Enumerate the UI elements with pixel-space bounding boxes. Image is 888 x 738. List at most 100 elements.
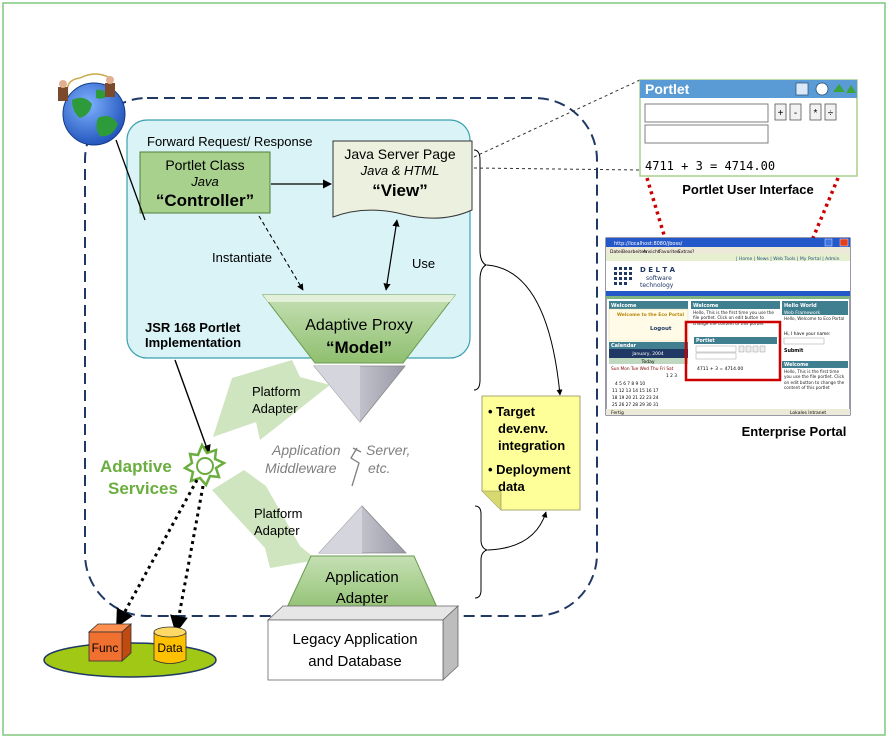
- svg-text:4 5 6 7 8 9 10: 4 5 6 7 8 9 10: [615, 381, 645, 387]
- svg-text:Hi, I have your name:: Hi, I have your name:: [784, 331, 830, 337]
- delta-logo: [614, 267, 632, 285]
- svg-text:D E L T A: D E L T A: [640, 266, 676, 274]
- divide-button[interactable]: [824, 103, 837, 121]
- svg-text:Favoriten[interactable]: Favoriten: [659, 249, 680, 255]
- svg-text:Bearbeiten[interactable]: Bearbeiten: [622, 249, 647, 255]
- jsp-document-box: [332, 140, 473, 219]
- operand-input-1[interactable]: [644, 103, 769, 123]
- platform-adapter-top-1: Platform: [252, 384, 300, 399]
- app-adapter-1: Application: [325, 569, 398, 586]
- middleware-2: etc.: [368, 460, 391, 476]
- svg-text:Welcome: Welcome: [784, 362, 809, 368]
- controller-label: “Controller”: [156, 191, 254, 210]
- svg-text:Fertig: Fertig: [611, 410, 624, 416]
- instantiate-arrow: [258, 215, 304, 291]
- svg-text:Today[interactable]: Today: [640, 359, 654, 365]
- note-deploy-2: data: [498, 479, 526, 494]
- multiply-button[interactable]: [809, 103, 822, 121]
- portlet-edit-icon[interactable]: [795, 82, 809, 96]
- portal-close-button[interactable]: [839, 238, 849, 247]
- portlet-ui-caption: Portlet User Interface: [682, 182, 814, 197]
- platform-adapter-bottom-2: Adapter: [254, 523, 300, 538]
- upper-service-arrow: [213, 360, 330, 440]
- svg-text:http://localhost:8080/jboss/: http://localhost:8080/jboss/: [614, 241, 683, 247]
- portlet-ui-result: 4711 + 3 = 4714.00: [645, 159, 775, 173]
- lower-brace: [474, 505, 489, 599]
- use-arrow: [383, 219, 400, 291]
- jsp-to-ui-link-top: [473, 79, 641, 158]
- svg-text:4711 + 3 = 4714.00: 4711 + 3 = 4714.00: [697, 366, 743, 372]
- portlet-info-icon[interactable]: [815, 82, 829, 96]
- legacy-line2: and Database: [308, 653, 401, 670]
- brace-to-note-lower: [487, 511, 548, 551]
- note-deploy-1: • Deployment: [488, 462, 571, 477]
- portlet-ui-title: Portlet: [645, 81, 690, 97]
- svg-text:*: *: [814, 108, 818, 119]
- portal-logout-link[interactable]: Logout: [650, 326, 672, 332]
- operand-input-2[interactable]: [644, 124, 769, 144]
- svg-text:Web Framework: Web Framework: [784, 310, 821, 316]
- svg-text:Ansicht[interactable]: Ansicht: [643, 249, 660, 255]
- func-label: Func: [92, 641, 119, 655]
- app-server-1: Application: [271, 442, 341, 458]
- legacy-application-box: [267, 619, 444, 681]
- use-label: Use: [412, 256, 435, 271]
- globe-to-portlet-line: [115, 139, 146, 221]
- svg-text:Welcome to the Eco Portal: Welcome to the Eco Portal: [617, 312, 684, 318]
- portlet-class-java: Java: [190, 174, 218, 189]
- portlet-class-box: [139, 151, 271, 214]
- view-label: “View”: [372, 181, 427, 200]
- plus-button[interactable]: [774, 103, 787, 121]
- svg-text:January, 2004: January, 2004: [631, 351, 664, 357]
- adaptive-services-label-2: Services: [108, 479, 178, 498]
- svg-text:÷: ÷: [828, 108, 834, 119]
- svg-text:?[interactable]: ?: [692, 249, 695, 255]
- minus-button[interactable]: [789, 103, 802, 121]
- portlet-max-icon[interactable]: [846, 85, 856, 93]
- svg-text:Datei[interactable]: Datei: [610, 249, 622, 255]
- platform-adapter-top-2: Adapter: [252, 401, 298, 416]
- svg-text:Lokales Intranet: Lokales Intranet: [790, 410, 826, 416]
- svg-text:Welcome: Welcome: [611, 303, 637, 309]
- portal-min-button[interactable]: [824, 238, 833, 247]
- svg-text:Welcome: Welcome: [693, 303, 719, 309]
- jsp-subtitle: Java & HTML: [360, 163, 440, 178]
- svg-text:Extras[interactable]: Extras: [678, 249, 693, 255]
- svg-text:Sun Mon Tue Wed Thu Fri Sat: Sun Mon Tue Wed Thu Fri Sat: [611, 366, 674, 372]
- portal-statusbar: [606, 409, 850, 415]
- portal-portlet-highlight: [684, 320, 782, 382]
- jsp-to-ui-link-bottom: [473, 167, 641, 171]
- jsr-label-line1: JSR 168 Portlet: [145, 320, 241, 335]
- bidirectional-link-icon: [350, 447, 362, 487]
- svg-text:| Home | News | Web Tools | My[interactable]: | Home | News | Web Tools | My Portal | …: [736, 256, 840, 262]
- func-cube-icon: [87, 623, 133, 662]
- note-target-1: • Target: [488, 404, 536, 419]
- note-target-3: integration: [498, 438, 565, 453]
- adaptive-services-label-1: Adaptive: [100, 457, 172, 476]
- enterprise-portal-caption: Enterprise Portal: [742, 424, 847, 439]
- system-boundary: [84, 97, 598, 617]
- svg-text:Portlet: Portlet: [696, 338, 715, 344]
- svg-text:Hello World: Hello World: [784, 303, 817, 309]
- data-label: Data: [157, 641, 183, 655]
- portlet-min-icon[interactable]: [833, 84, 845, 92]
- svg-text:11 12 13 14 15 16 17: 11 12 13 14 15 16 17: [612, 388, 659, 394]
- svg-text:1 2 3: 1 2 3: [666, 373, 677, 379]
- instantiate-label: Instantiate: [212, 250, 272, 265]
- legacy-line1: Legacy Application: [292, 631, 417, 648]
- portal-welcome-text: Hello, This is the first time you use th…: [693, 310, 774, 326]
- portal-submit-button[interactable]: Submit: [784, 348, 804, 354]
- jsp-title: Java Server Page: [344, 146, 455, 162]
- note-target-2: dev.env.: [498, 421, 548, 436]
- forward-request-label: Forward Request/ Response: [147, 134, 312, 149]
- svg-text:Calendar: Calendar: [611, 343, 637, 349]
- adaptive-proxy-label: Adaptive Proxy: [305, 317, 413, 334]
- enterprise-portal-window: http://localhost:8080/jboss/ Datei Bearb…: [605, 237, 851, 416]
- svg-text:-: -: [794, 108, 797, 119]
- svg-text:18 19 20 21 22 23 24: 18 19 20 21 22 23 24: [612, 395, 659, 401]
- svg-text:software: software: [646, 275, 672, 282]
- middleware-1: Middleware: [265, 460, 337, 476]
- deployment-note: [481, 395, 581, 511]
- svg-text:technology: technology: [640, 282, 674, 289]
- jsr-label-line2: Implementation: [145, 335, 241, 350]
